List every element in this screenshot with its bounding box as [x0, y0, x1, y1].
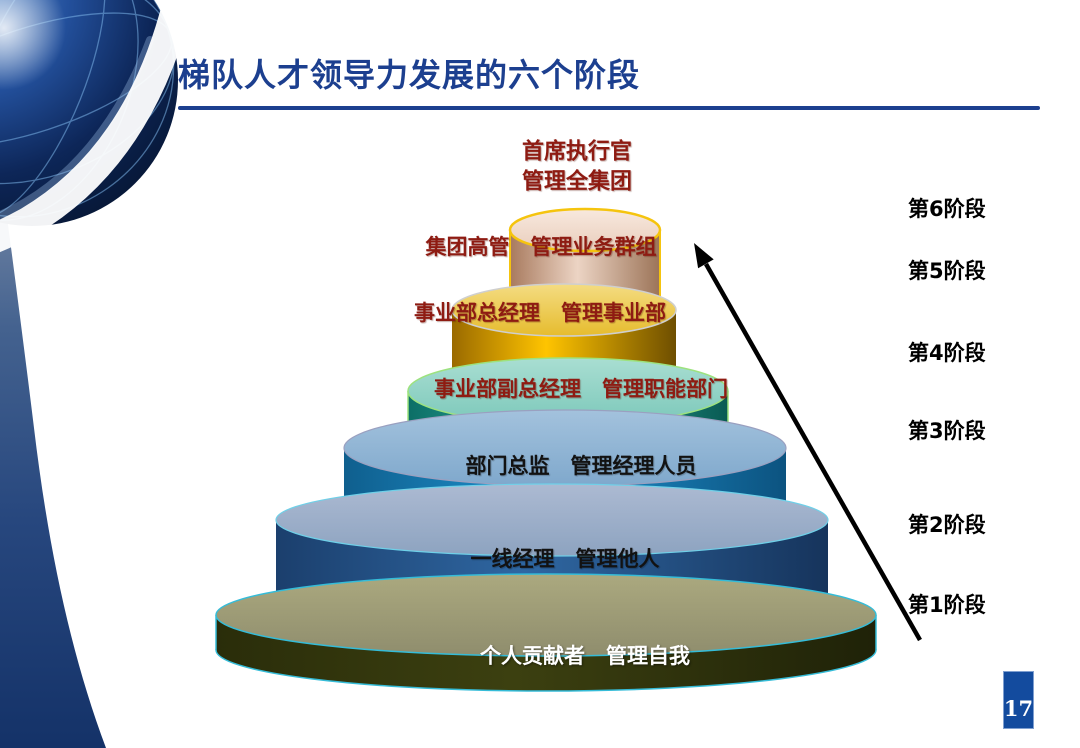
stage-label-5: 第5阶段: [908, 259, 986, 283]
globe-highlight: [0, 0, 66, 90]
stage-label-6: 第6阶段: [908, 197, 986, 221]
tier-3-label: 部门总监 管理经理人员: [465, 453, 697, 478]
white-swoosh: [0, 0, 194, 253]
left-band: [0, 163, 106, 748]
tier-2-label: 一线经理 管理他人: [470, 546, 660, 571]
tier-4-label: 事业部副总经理 管理职能部门: [434, 376, 728, 401]
tier-6-label: 集团高管 管理业务群组: [425, 234, 657, 259]
tier-5-label: 事业部总经理 管理事业部: [414, 300, 666, 325]
apex-label-line1: 首席执行官: [521, 139, 633, 165]
page-title: 梯队人才领导力发展的六个阶段: [178, 56, 641, 94]
title-underline: [178, 106, 1040, 110]
apex-label-line2: 管理全集团: [521, 169, 633, 195]
stage-label-3: 第3阶段: [908, 419, 986, 443]
stage-label-4: 第4阶段: [908, 341, 986, 365]
tier-1-cylinder: [215, 573, 877, 692]
tier-1-label: 个人贡献者 管理自我: [480, 643, 690, 668]
globe-light-trail: [0, 36, 154, 219]
growth-arrow: [694, 243, 922, 642]
stage-label-1: 第1阶段: [908, 593, 986, 617]
stage-label-2: 第2阶段: [908, 513, 986, 537]
left-decoration: [0, 0, 194, 748]
page-number-badge: 17: [1003, 671, 1034, 729]
